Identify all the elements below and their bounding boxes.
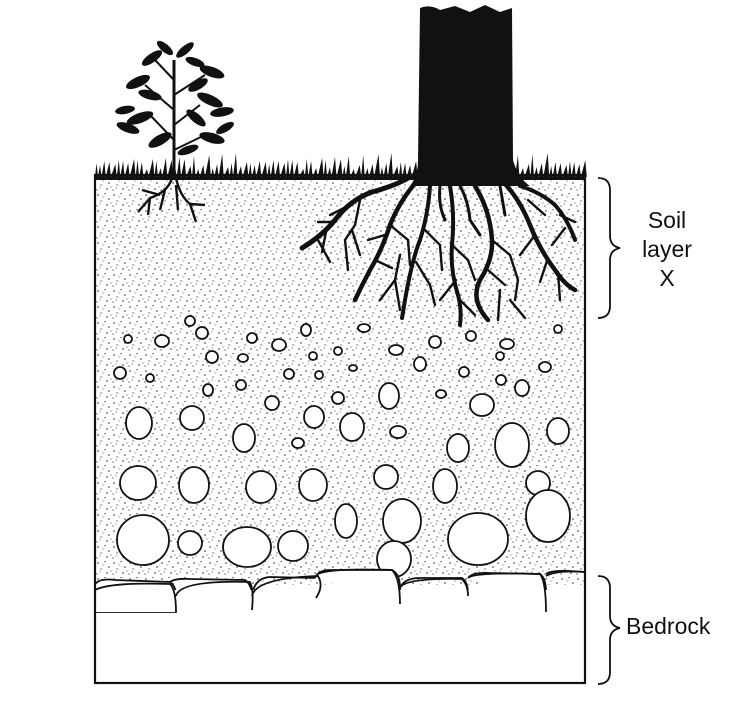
stone: [202, 383, 214, 397]
stone: [413, 356, 427, 372]
stone: [499, 338, 515, 350]
stone: [435, 389, 447, 399]
stone: [184, 315, 196, 327]
stone: [525, 489, 571, 543]
stone: [546, 417, 570, 445]
stone: [178, 466, 210, 504]
stone: [237, 353, 249, 363]
soil-layer-x-label: Soil layer X: [622, 206, 712, 293]
stone: [154, 334, 170, 348]
stone: [300, 323, 312, 337]
small-plant-icon: [115, 40, 234, 223]
stone: [447, 512, 509, 566]
stone: [357, 323, 371, 333]
stone: [494, 422, 530, 468]
stone: [373, 464, 399, 490]
stone: [277, 530, 309, 562]
tree-stump-icon: [299, 5, 578, 327]
stone: [389, 425, 407, 439]
stone: [145, 373, 155, 383]
stone: [271, 338, 287, 352]
stone: [113, 366, 127, 380]
stone: [553, 324, 563, 334]
stone: [458, 366, 470, 378]
stone: [283, 368, 295, 380]
stone: [179, 405, 205, 431]
stone: [177, 530, 203, 556]
stone: [446, 433, 470, 463]
bedrock-brace: [597, 575, 621, 685]
stone: [119, 465, 157, 501]
stone: [432, 468, 458, 504]
stone: [123, 334, 133, 344]
stone: [222, 526, 272, 568]
soil-layer-brace: [597, 177, 621, 319]
stone: [232, 423, 256, 453]
stone: [314, 370, 324, 380]
stone: [116, 514, 170, 566]
stone: [291, 437, 305, 449]
stone: [195, 326, 209, 340]
bedrock-layer: [94, 568, 586, 613]
soil-label-line1: Soil: [647, 207, 687, 233]
stone: [303, 405, 325, 429]
stone: [264, 395, 280, 411]
stone: [495, 351, 505, 361]
stone: [514, 379, 530, 397]
stone: [465, 330, 477, 342]
stone: [331, 391, 345, 405]
stone: [378, 382, 400, 410]
stone: [125, 406, 153, 440]
stone: [298, 468, 328, 502]
stone: [495, 374, 507, 386]
bedrock-label: Bedrock: [626, 613, 711, 639]
stone: [334, 503, 358, 539]
stone: [538, 361, 552, 373]
stone: [469, 393, 495, 417]
stones: [113, 315, 571, 578]
stone: [235, 379, 247, 391]
stone: [388, 344, 404, 356]
soil-label-line3: X: [659, 265, 675, 291]
soil-label-line2: layer: [642, 236, 692, 262]
stone: [308, 351, 318, 361]
stone: [339, 412, 365, 442]
stone: [205, 350, 219, 364]
stone: [428, 335, 442, 349]
stone: [246, 332, 258, 344]
stone: [333, 346, 343, 356]
stone: [245, 470, 277, 504]
stone: [382, 498, 422, 544]
stone: [348, 364, 358, 372]
